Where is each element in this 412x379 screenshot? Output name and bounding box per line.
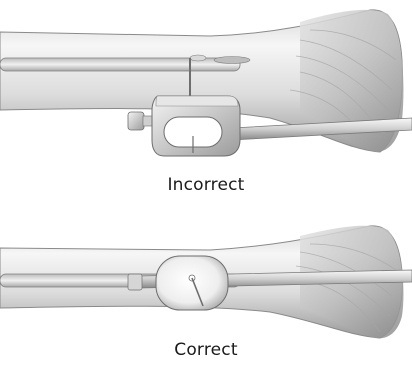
incorrect-bone-drawing — [0, 0, 412, 175]
aligned-targeting-window — [156, 256, 228, 310]
set-screw-knob — [128, 112, 144, 130]
correct-illustration — [0, 212, 412, 342]
incorrect-illustration — [0, 0, 412, 175]
nail-slot — [214, 57, 250, 64]
caption-correct: Correct — [0, 340, 412, 360]
caption-incorrect: Incorrect — [0, 175, 412, 195]
correct-bone-drawing — [0, 212, 412, 342]
